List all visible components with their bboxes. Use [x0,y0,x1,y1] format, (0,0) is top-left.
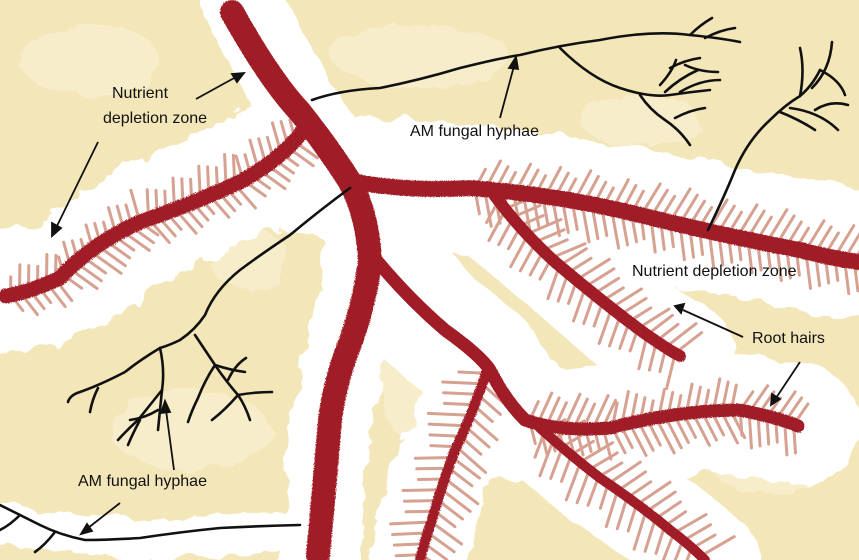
label-hyphae-top: AM fungal hyphae [410,123,539,140]
root-hair [391,522,432,524]
label-depletion-zone-left-1: Nutrient [112,85,169,102]
root-hair [444,403,473,404]
root-hair [444,393,478,395]
label-depletion-zone-left-2: depletion zone [103,110,207,127]
root-hair [430,435,461,436]
label-depletion-zone-right: Nutrient depletion zone [632,263,797,280]
root-hair [428,413,469,415]
label-hyphae-bottom: AM fungal hyphae [78,473,207,490]
root-hair [429,424,465,426]
root-hair [443,382,482,384]
label-root-hairs: Root hairs [752,330,825,347]
